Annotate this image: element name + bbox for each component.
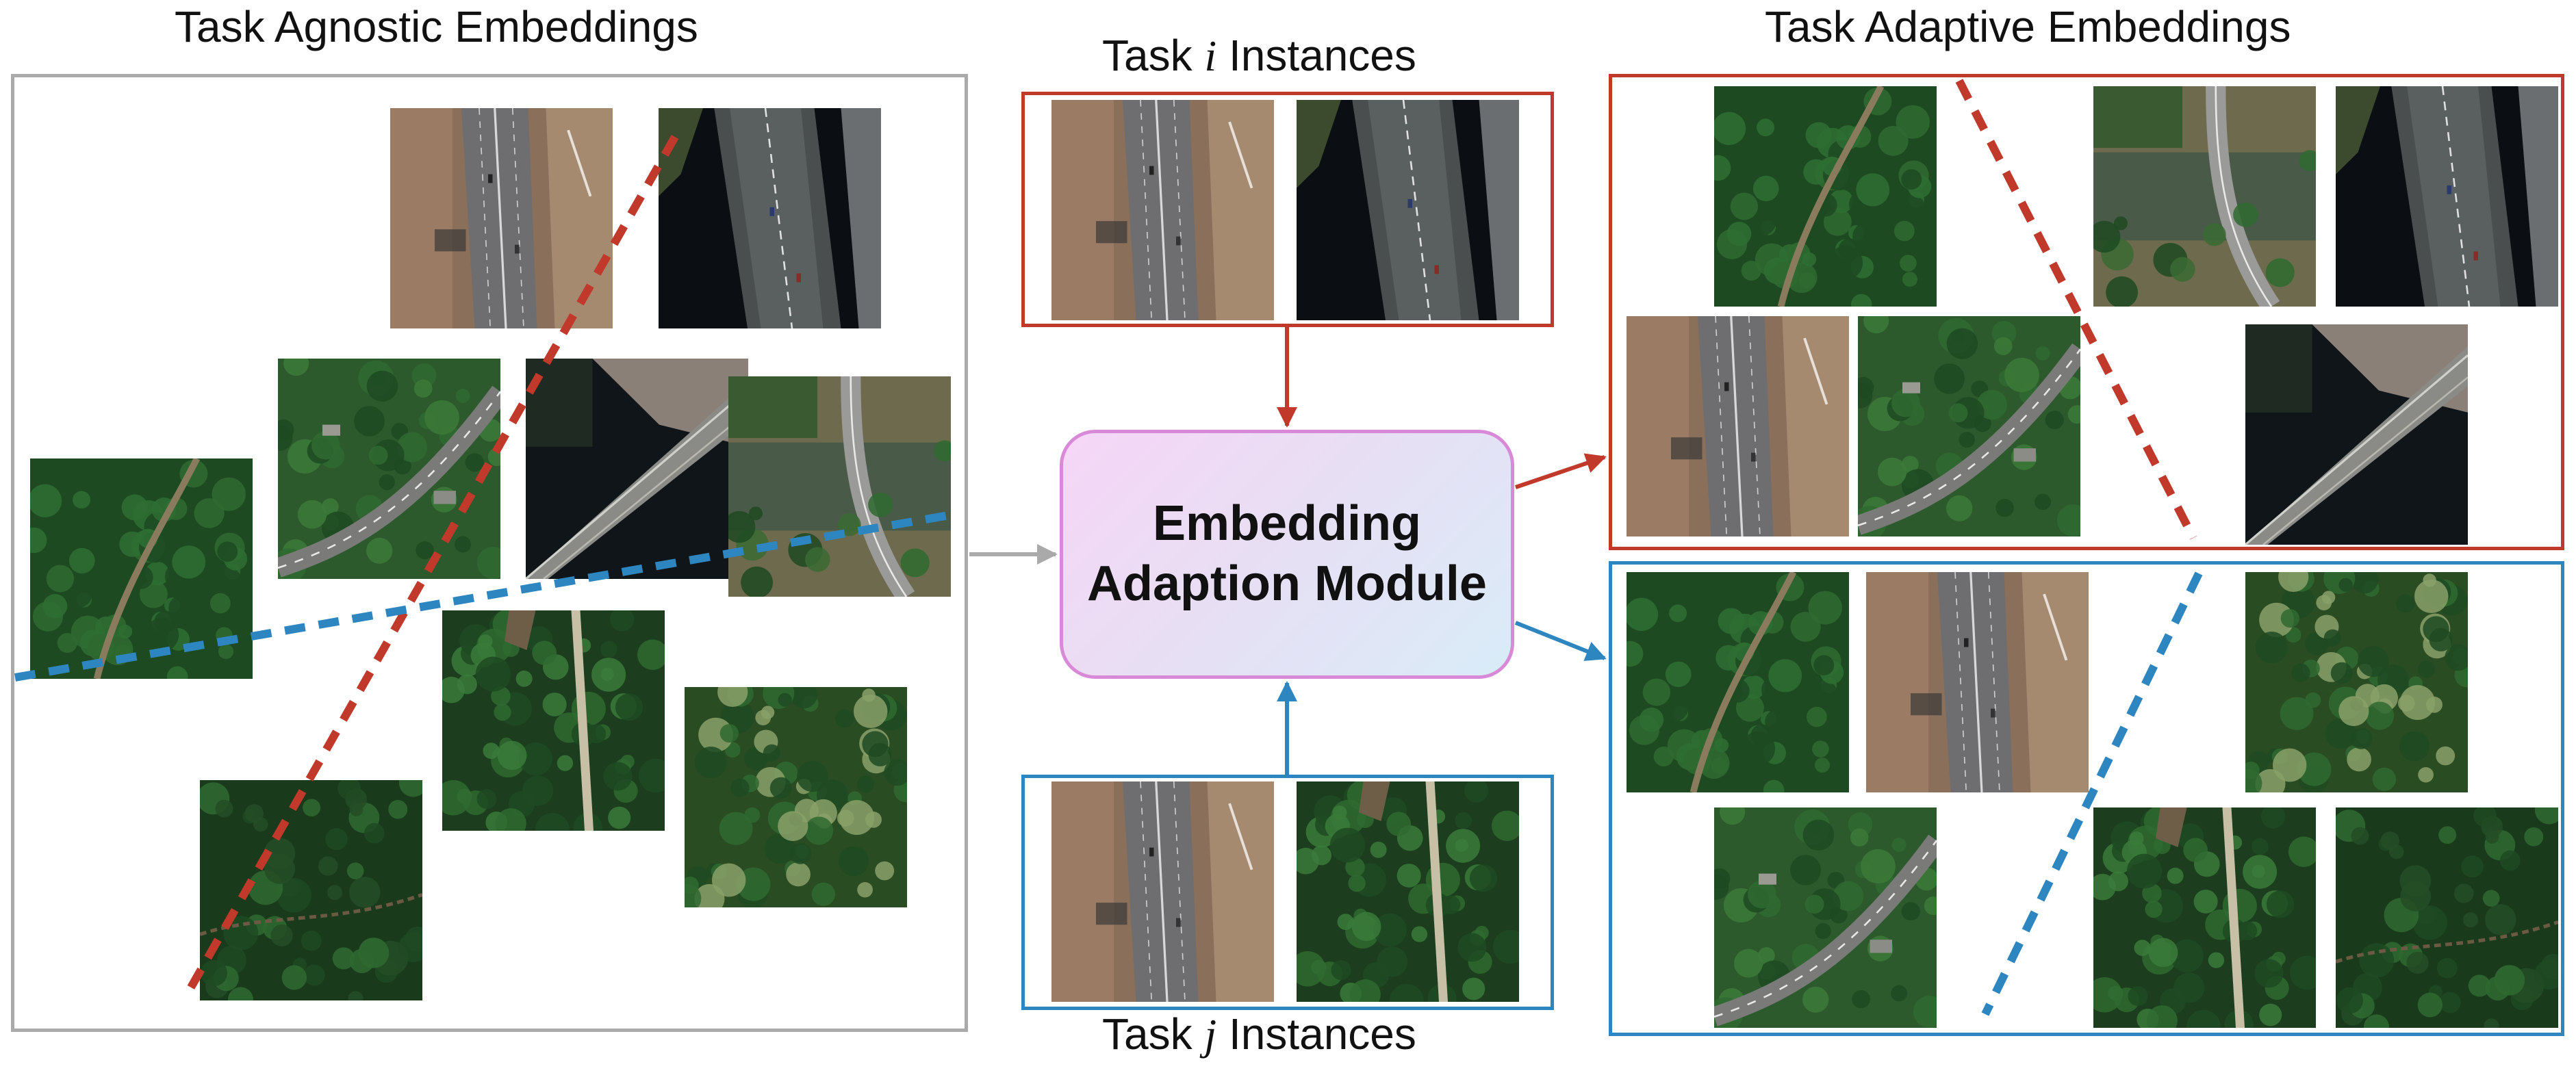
task-i-adaptive-box — [1609, 74, 2564, 550]
task-j-title: Task j Instances — [1102, 1009, 1416, 1059]
adaptive-j-image-forest-path — [1627, 572, 1849, 792]
adaptive-i-image-highway — [1627, 316, 1849, 536]
left-panel-title: Task Agnostic Embeddings — [175, 2, 698, 51]
satellite-image-bridge-river — [659, 108, 881, 328]
satellite-image-bridge-dark — [526, 359, 748, 579]
agnostic-panel — [11, 74, 968, 1032]
task-i-instances-box — [1021, 92, 1554, 327]
right-panel-title: Task Adaptive Embeddings — [1765, 2, 2291, 51]
satellite-image-forest-trail — [442, 610, 665, 831]
adaptive-i-image-road-river — [2093, 86, 2316, 307]
satellite-image-dense-forest — [200, 780, 422, 1000]
satellite-image-forest-path — [30, 458, 253, 679]
task-i-image-highway — [1051, 100, 1274, 320]
adaptive-j-image-forest-canopy — [2245, 572, 2468, 792]
adaptive-i-image-forest-path — [1714, 86, 1937, 307]
task-j-instances-box — [1021, 775, 1554, 1010]
satellite-image-curved-road — [278, 359, 500, 579]
adaptive-i-image-curved-road — [1858, 316, 2080, 536]
satellite-image-highway — [390, 108, 613, 328]
satellite-image-road-river — [728, 376, 951, 597]
adaptive-i-image-bridge-river — [2336, 86, 2558, 307]
adaptive-j-image-dense-forest — [2336, 807, 2558, 1028]
embedding-adaption-module: Embedding Adaption Module — [1060, 430, 1514, 679]
adaptive-j-image-curved-road — [1714, 807, 1937, 1028]
arrow-module-to-task-j — [1514, 621, 1607, 661]
adaptive-i-image-bridge-dark — [2245, 324, 2468, 545]
adaptive-j-image-highway — [1866, 572, 2089, 792]
module-label-line2: Adaption Module — [1087, 556, 1487, 611]
satellite-image-forest-canopy — [685, 687, 907, 907]
task-j-adaptive-box — [1609, 561, 2564, 1036]
adaptive-j-image-forest-trail — [2093, 807, 2316, 1028]
module-label-line1: Embedding — [1153, 496, 1421, 552]
task-i-title: Task i Instances — [1102, 31, 1416, 80]
arrow-module-to-task-i — [1515, 453, 1607, 489]
task-j-image-highway — [1051, 781, 1274, 1002]
task-j-image-forest-trail — [1297, 781, 1519, 1002]
task-i-image-bridge-river — [1297, 100, 1519, 320]
